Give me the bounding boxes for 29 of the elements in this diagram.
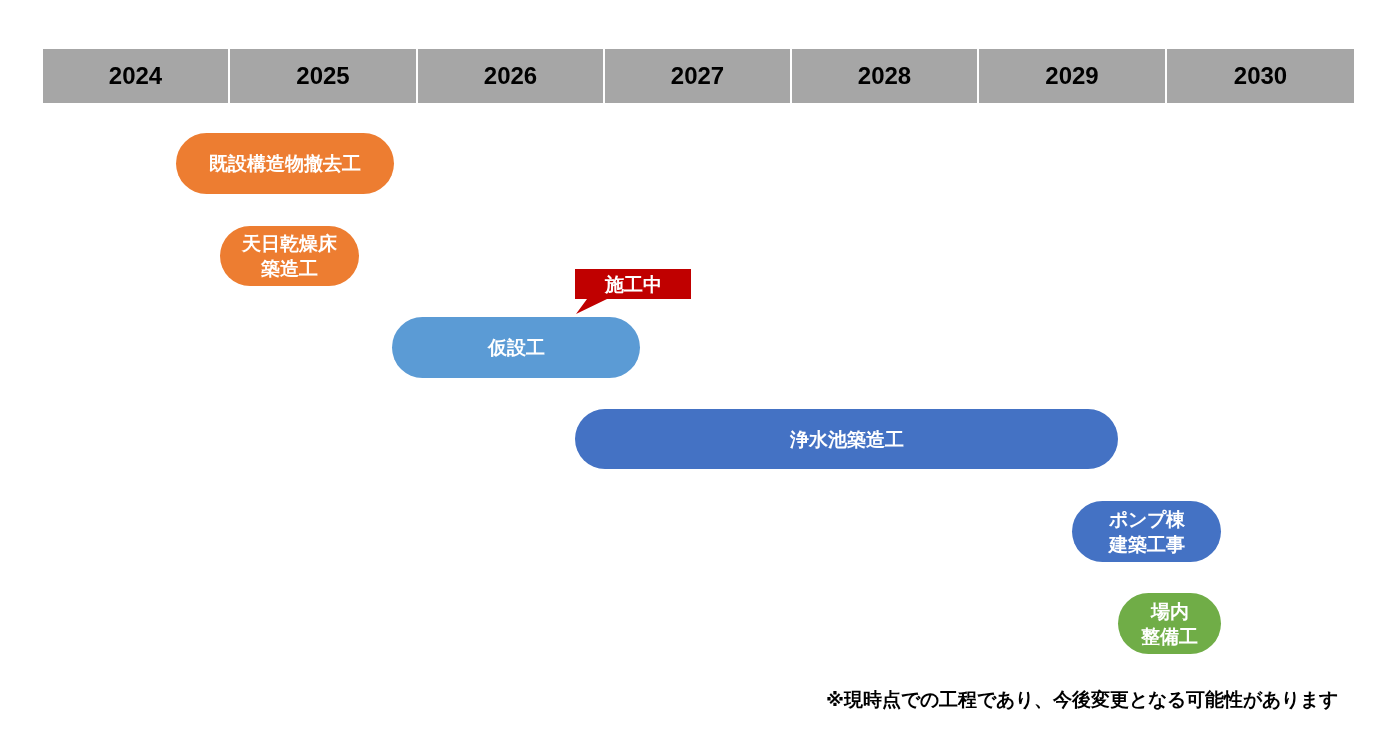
task-bar bbox=[575, 409, 1118, 469]
callout-label: 施工中 bbox=[604, 272, 662, 297]
year-header bbox=[230, 49, 416, 103]
year-label: 2027 bbox=[670, 62, 725, 90]
task-label: 天日乾燥床築造工 bbox=[242, 231, 337, 281]
year-header bbox=[792, 49, 977, 103]
task-bar bbox=[392, 317, 640, 378]
year-label: 2029 bbox=[1045, 62, 1099, 90]
year-header bbox=[979, 49, 1165, 103]
callout bbox=[575, 269, 691, 314]
task-bar bbox=[1118, 593, 1221, 654]
task-label: ポンプ棟建築工事 bbox=[1108, 506, 1185, 557]
year-header bbox=[1167, 49, 1354, 103]
task-bar bbox=[176, 133, 394, 194]
year-header bbox=[43, 49, 228, 103]
task-bar bbox=[1072, 501, 1221, 562]
year-label: 2026 bbox=[483, 62, 538, 90]
task-label: 仮設工 bbox=[487, 335, 545, 360]
year-label: 2028 bbox=[857, 62, 912, 90]
task-label: 浄水池築造工 bbox=[789, 426, 904, 452]
year-header bbox=[418, 49, 603, 103]
task-label: 既設構造物撤去工 bbox=[209, 151, 361, 176]
year-label: 2025 bbox=[296, 62, 350, 90]
task-label: 場内整備工 bbox=[1141, 598, 1198, 649]
year-label: 2030 bbox=[1233, 62, 1288, 90]
year-header bbox=[605, 49, 790, 103]
year-label: 2024 bbox=[108, 62, 163, 90]
task-bar bbox=[220, 226, 359, 286]
note-text: ※現時点での工程であり、今後変更となる可能性があります bbox=[826, 688, 1338, 712]
